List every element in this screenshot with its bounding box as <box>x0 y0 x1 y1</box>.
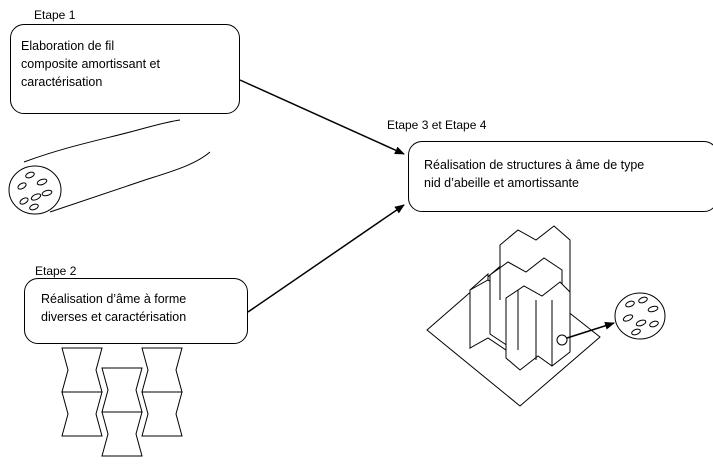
core-shapes-icon <box>61 347 183 457</box>
step-3-4-text-line-2: nid d’abeille et amortissante <box>424 176 579 190</box>
honeycomb-structure-icon <box>426 225 601 407</box>
step-2-box: Réalisation d’âme à forme diverses et ca… <box>24 278 248 344</box>
step-1-label: Etape 1 <box>34 8 76 22</box>
step-3-4-text-line-1: Réalisation de structures à âme de type <box>424 158 645 172</box>
step-2-label: Etape 2 <box>35 264 77 278</box>
step-2-text-line-1: Réalisation d’âme à forme <box>41 292 187 306</box>
zoom-arrow <box>566 321 615 339</box>
step-3-4-box: Réalisation de structures à âme de type … <box>408 141 713 212</box>
arrow-step1-to-step34 <box>239 79 405 155</box>
step-1-text-line-2: composite amortissant et <box>21 57 160 71</box>
step-1-text-line-1: Elaboration de fil <box>21 39 115 53</box>
composite-fiber-icon <box>8 119 211 215</box>
step-1-box: Elaboration de fil composite amortissant… <box>10 24 240 114</box>
step-1-text-line-3: caractérisation <box>21 75 103 89</box>
step-3-4-label: Etape 3 et Etape 4 <box>387 118 487 132</box>
arrow-step2-to-step34 <box>247 204 405 313</box>
step-2-text-line-2: diverses et caractérisation <box>41 310 187 324</box>
fiber-cross-section-icon <box>614 292 666 340</box>
